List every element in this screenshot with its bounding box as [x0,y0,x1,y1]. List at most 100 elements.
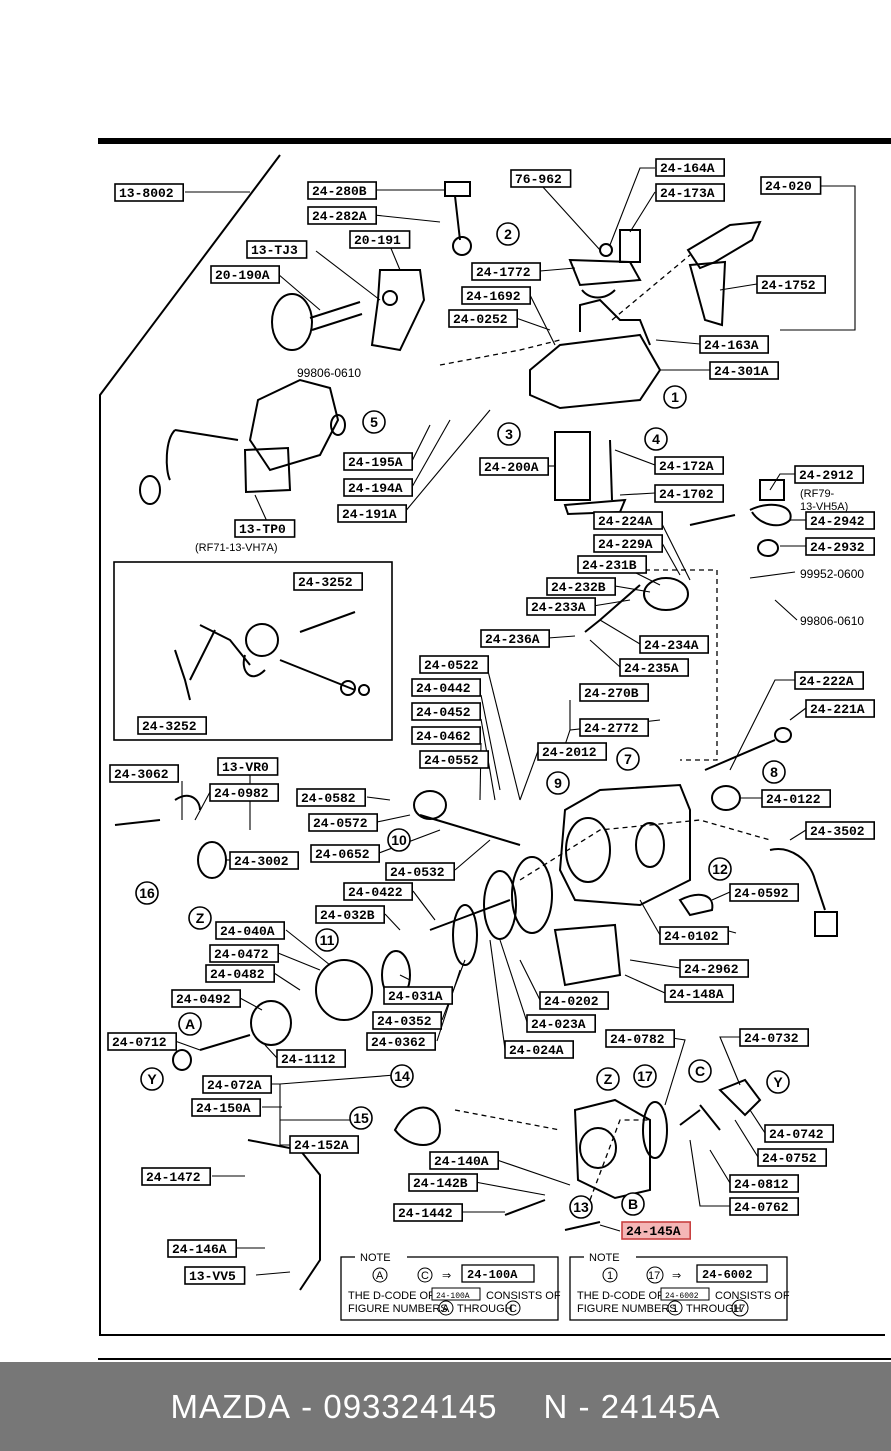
part-label-24-229a[interactable]: 24-229A [593,534,663,553]
part-label-24-0122[interactable]: 24-0122 [761,789,831,808]
part-label-24-0352[interactable]: 24-0352 [372,1011,442,1030]
part-label-24-0472[interactable]: 24-0472 [209,944,279,963]
part-label-24-270b[interactable]: 24-270B [579,683,649,702]
part-label-24-023a[interactable]: 24-023A [526,1014,596,1033]
part-label-24-172a[interactable]: 24-172A [654,456,724,475]
part-label-20-190a[interactable]: 20-190A [210,265,280,284]
part-label-24-1692[interactable]: 24-1692 [461,286,531,305]
part-label-24-235a[interactable]: 24-235A [619,658,689,677]
part-label-24-0812[interactable]: 24-0812 [729,1174,799,1193]
part-label-text: 24-0102 [664,929,719,944]
part-label-24-163a[interactable]: 24-163A [699,335,769,354]
part-label-24-2932[interactable]: 24-2932 [805,537,875,556]
part-label-24-3252[interactable]: 24-3252 [137,716,207,735]
part-label-13-8002[interactable]: 13-8002 [114,183,184,202]
part-label-24-0202[interactable]: 24-0202 [539,991,609,1010]
part-label-24-2912[interactable]: 24-2912 [794,465,864,484]
part-label-20-191[interactable]: 20-191 [349,230,411,249]
part-label-text: 24-146A [172,1242,227,1257]
part-label-24-0482[interactable]: 24-0482 [205,964,275,983]
part-label-24-2772[interactable]: 24-2772 [579,718,649,737]
part-label-24-0422[interactable]: 24-0422 [343,882,413,901]
part-label-24-191a[interactable]: 24-191A [337,504,407,523]
part-label-24-140a[interactable]: 24-140A [429,1151,499,1170]
part-label-24-234a[interactable]: 24-234A [639,635,709,654]
note-b-range-start: 1 [607,1270,613,1282]
part-label-24-3062[interactable]: 24-3062 [109,764,179,783]
part-label-24-231b[interactable]: 24-231B [577,555,647,574]
part-label-24-1702[interactable]: 24-1702 [654,484,724,503]
part-label-24-233a[interactable]: 24-233A [526,597,596,616]
part-label-13-vr0[interactable]: 13-VR0 [217,757,279,776]
part-label-24-040a[interactable]: 24-040A [215,921,285,940]
part-label-24-1472[interactable]: 24-1472 [141,1167,211,1186]
part-label-24-0712[interactable]: 24-0712 [107,1032,177,1051]
svg-text:8: 8 [770,764,778,780]
part-label-24-0982[interactable]: 24-0982 [209,783,279,802]
part-label-24-0552[interactable]: 24-0552 [419,750,489,769]
part-label-24-164a[interactable]: 24-164A [655,158,725,177]
part-label-24-200a[interactable]: 24-200A [479,457,549,476]
part-label-24-221a[interactable]: 24-221A [805,699,875,718]
part-label-24-2962[interactable]: 24-2962 [679,959,749,978]
part-label-24-0582[interactable]: 24-0582 [296,788,366,807]
part-label-24-0752[interactable]: 24-0752 [757,1148,827,1167]
part-label-24-224a[interactable]: 24-224A [593,511,663,530]
part-label-24-194a[interactable]: 24-194A [343,478,413,497]
part-label-24-152a[interactable]: 24-152A [289,1135,359,1154]
part-label-24-1752[interactable]: 24-1752 [756,275,826,294]
part-label-24-195a[interactable]: 24-195A [343,452,413,471]
part-label-13-tj3[interactable]: 13-TJ3 [246,240,308,259]
part-label-24-024a[interactable]: 24-024A [504,1040,574,1059]
part-label-24-0652[interactable]: 24-0652 [310,844,380,863]
part-label-24-0492[interactable]: 24-0492 [171,989,241,1008]
part-label-24-148a[interactable]: 24-148A [664,984,734,1003]
part-label-24-1442[interactable]: 24-1442 [393,1203,463,1222]
part-label-24-0452[interactable]: 24-0452 [411,702,481,721]
part-label-24-031a[interactable]: 24-031A [383,986,453,1005]
part-label-24-142b[interactable]: 24-142B [408,1173,478,1192]
part-label-24-280b[interactable]: 24-280B [307,181,377,200]
part-label-24-072a[interactable]: 24-072A [202,1075,272,1094]
part-label-24-0572[interactable]: 24-0572 [308,813,378,832]
part-label-24-0742[interactable]: 24-0742 [764,1124,834,1143]
part-label-24-3002[interactable]: 24-3002 [229,851,299,870]
callout-3: 3 [497,422,521,446]
part-label-24-222a[interactable]: 24-222A [794,671,864,690]
part-label-text: 24-172A [659,459,714,474]
part-label-24-2012[interactable]: 24-2012 [537,742,607,761]
part-label-24-0442[interactable]: 24-0442 [411,678,481,697]
part-label-24-145a[interactable]: 24-145A [621,1221,691,1240]
part-label-24-1772[interactable]: 24-1772 [471,262,541,281]
part-label-24-146a[interactable]: 24-146A [167,1239,237,1258]
part-label-24-0782[interactable]: 24-0782 [605,1029,675,1048]
part-label-24-173a[interactable]: 24-173A [655,183,725,202]
part-label-24-0592[interactable]: 24-0592 [729,883,799,902]
model-note-rf79-line1: (RF79- [800,488,835,500]
part-label-24-0762[interactable]: 24-0762 [729,1197,799,1216]
part-label-24-0102[interactable]: 24-0102 [659,926,729,945]
part-label-24-0362[interactable]: 24-0362 [366,1032,436,1051]
part-label-24-0532[interactable]: 24-0532 [385,862,455,881]
part-label-13-tp0[interactable]: 13-TP0 [234,519,296,538]
part-label-13-vv5[interactable]: 13-VV5 [184,1266,246,1285]
part-label-24-282a[interactable]: 24-282A [307,206,377,225]
part-label-24-301a[interactable]: 24-301A [709,361,779,380]
part-label-24-032b[interactable]: 24-032B [315,905,385,924]
part-label-24-236a[interactable]: 24-236A [480,629,550,648]
part-label-24-2942[interactable]: 24-2942 [805,511,875,530]
part-label-24-1112[interactable]: 24-1112 [276,1049,346,1068]
part-label-76-962[interactable]: 76-962 [510,169,572,188]
part-label-24-0252[interactable]: 24-0252 [448,309,518,328]
part-label-24-020[interactable]: 24-020 [760,176,822,195]
note-b-line1b: CONSISTS OF [715,1290,790,1302]
part-label-24-0732[interactable]: 24-0732 [739,1028,809,1047]
part-label-24-150a[interactable]: 24-150A [191,1098,261,1117]
part-label-24-3252[interactable]: 24-3252 [293,572,363,591]
part-label-24-232b[interactable]: 24-232B [546,577,616,596]
part-label-24-0462[interactable]: 24-0462 [411,726,481,745]
part-label-24-3502[interactable]: 24-3502 [805,821,875,840]
part-label-text: 20-191 [354,233,401,248]
part-label-24-0522[interactable]: 24-0522 [419,655,489,674]
note-b-arrow: ⇒ [672,1270,681,1282]
